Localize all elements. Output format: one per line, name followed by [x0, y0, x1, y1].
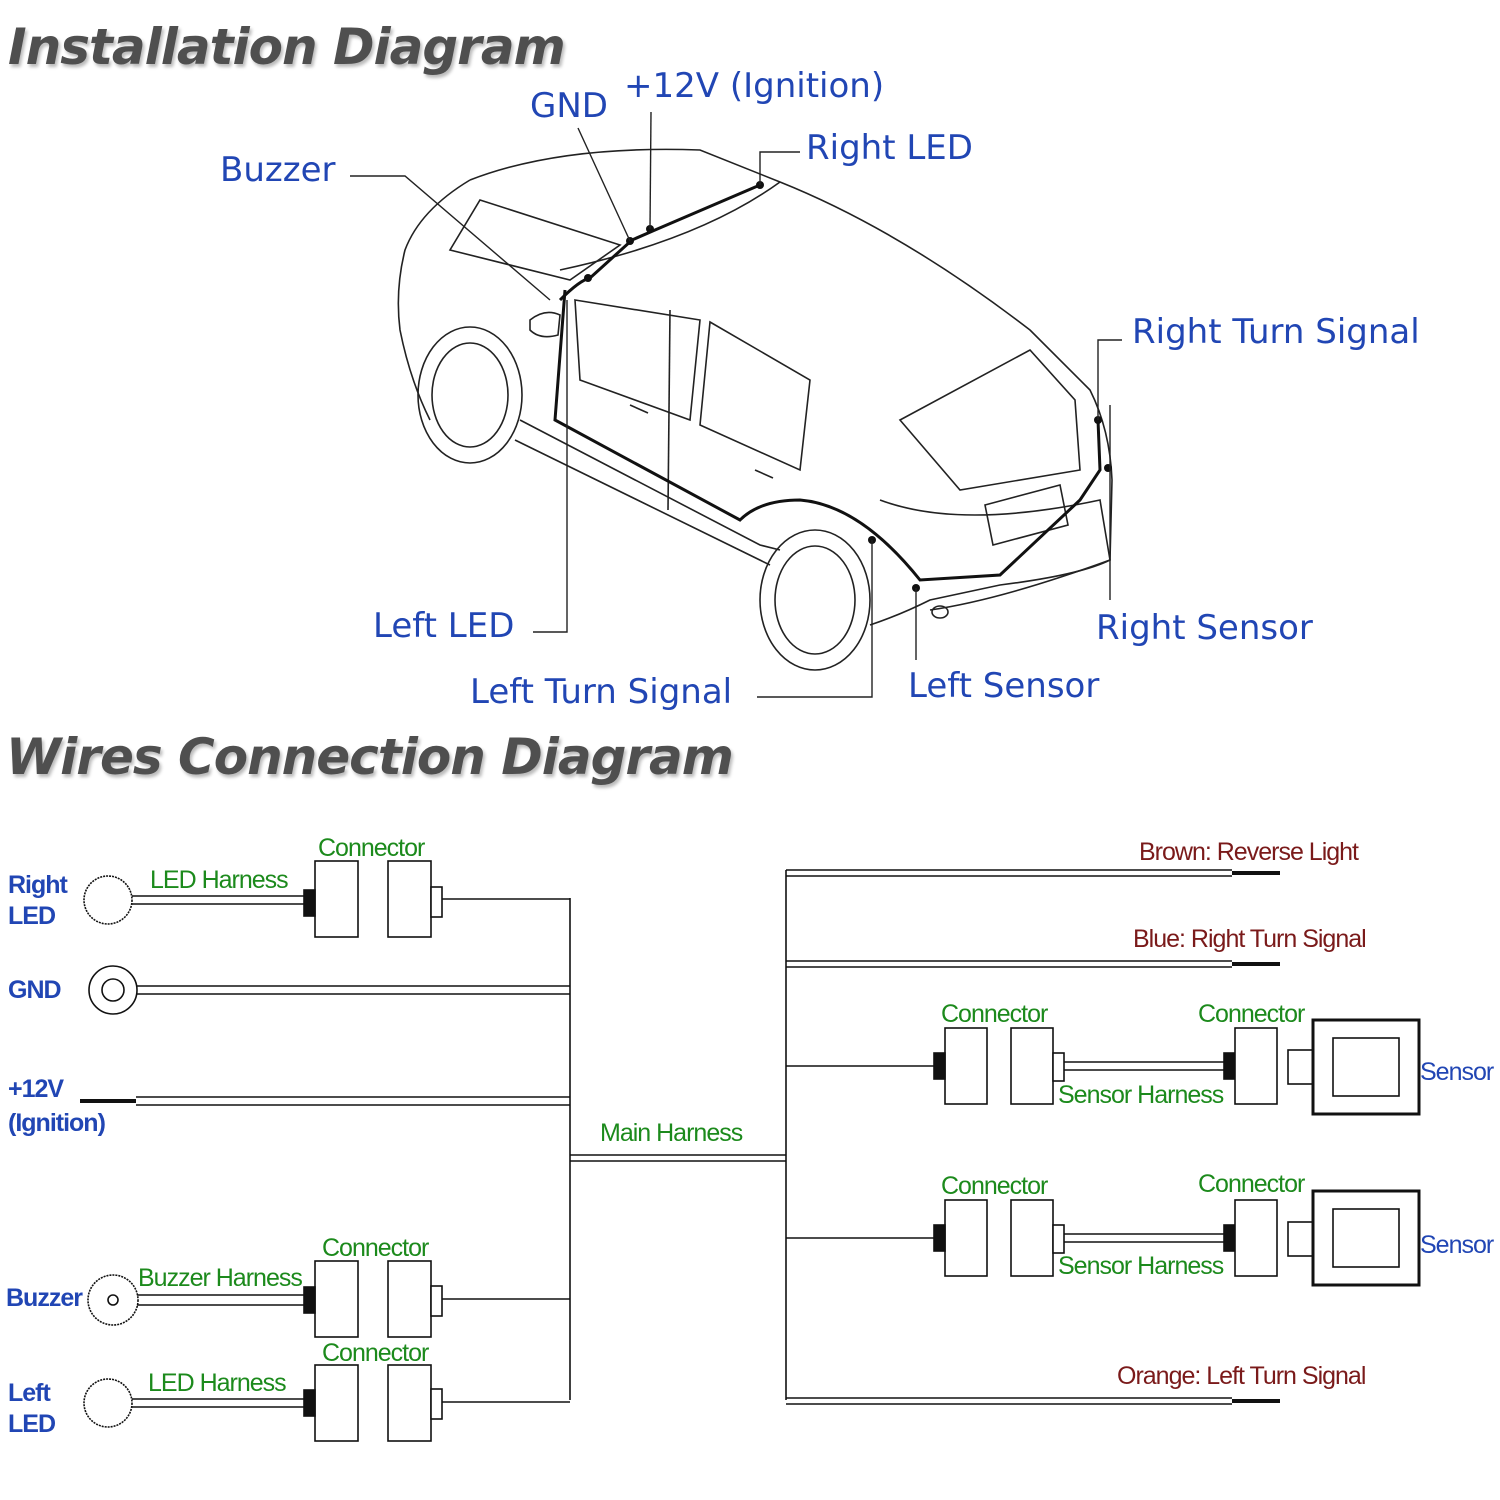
leader-ignition: [649, 111, 652, 230]
label-left-led: Left LED: [373, 606, 515, 646]
wire-label-buzzer: Buzzer: [6, 1284, 83, 1312]
car-roof-line: [559, 181, 781, 271]
leader-left-turn-signal: [757, 540, 873, 698]
label-right-led: Right LED: [806, 128, 973, 168]
label-sensor-1: Sensor: [1420, 1058, 1494, 1086]
label-left-turn-signal: Left Turn Signal: [470, 672, 733, 712]
installation-diagram-title: Installation Diagram: [8, 18, 566, 76]
connector-right-led-b: [387, 860, 432, 938]
gnd-ring-icon: [88, 965, 138, 1015]
ignition-line2: (Ignition): [8, 1109, 106, 1137]
label-led-harness-right: LED Harness: [150, 866, 289, 894]
label-sensor-2: Sensor: [1420, 1231, 1494, 1259]
right-led-icon: [83, 875, 133, 925]
label-right-turn-signal: Right Turn Signal: [1132, 312, 1420, 352]
label-brown-reverse-light: Brown: Reverse Light: [1139, 838, 1359, 866]
harness-left-side: [553, 289, 1102, 582]
connector-sensor1-c: [1234, 1027, 1278, 1105]
left-led-icon: [83, 1378, 133, 1428]
wire-label-ignition: +12V (Ignition): [8, 1072, 106, 1140]
main-harness-wire: [570, 1154, 786, 1162]
label-buzzer-harness: Buzzer Harness: [138, 1264, 303, 1292]
connector-sensor2-b: [1010, 1199, 1054, 1277]
leader-buzzer: [350, 175, 551, 301]
car-rocker: [519, 419, 781, 551]
leader-right-led: [759, 151, 800, 185]
buzzer-icon: [87, 1274, 139, 1326]
label-connector-sensor1-a: Connector: [941, 1000, 1048, 1028]
label-sensor-harness-1: Sensor Harness: [1058, 1081, 1224, 1109]
car-license-plate: [984, 484, 1069, 546]
left-led-line1: Left: [8, 1379, 51, 1407]
car-rocker-2: [514, 439, 771, 566]
label-sensor-harness-2: Sensor Harness: [1058, 1252, 1224, 1280]
car-hood: [397, 179, 471, 421]
connector-buzzer-b: [387, 1260, 432, 1338]
label-left-sensor: Left Sensor: [908, 666, 1100, 706]
connector-buzzer-a: [314, 1260, 359, 1338]
ignition-line1: +12V: [8, 1075, 64, 1103]
label-blue-right-turn-signal: Blue: Right Turn Signal: [1133, 925, 1367, 953]
front-wheel: [417, 326, 523, 464]
label-led-harness-left: LED Harness: [148, 1369, 287, 1397]
sensor1-icon: [1311, 1018, 1421, 1116]
sensor2-icon: [1311, 1189, 1421, 1287]
connector-sensor2-a: [944, 1199, 988, 1277]
connector-left-led-b: [387, 1364, 432, 1442]
label-gnd: GND: [530, 86, 608, 126]
leader-gnd: [577, 127, 631, 242]
label-connector-right-led: Connector: [318, 834, 425, 862]
label-connector-sensor1-c: Connector: [1198, 1000, 1305, 1028]
leader-right-turn-signal: [1097, 339, 1122, 420]
wire-label-gnd: GND: [8, 976, 62, 1004]
leader-left-led: [533, 300, 568, 633]
car-windshield: [448, 199, 622, 281]
label-orange-left-turn-signal: Orange: Left Turn Signal: [1117, 1362, 1366, 1390]
label-connector-sensor2-c: Connector: [1198, 1170, 1305, 1198]
connector-sensor2-c: [1234, 1199, 1278, 1277]
connector-right-led-a: [314, 860, 359, 938]
label-connector-sensor2-a: Connector: [941, 1172, 1048, 1200]
car-rear-window: [898, 348, 1081, 491]
label-buzzer: Buzzer: [220, 150, 336, 190]
connector-left-led-a: [314, 1364, 359, 1442]
car-side-window-2: [699, 320, 811, 472]
rear-wheel: [759, 529, 871, 671]
car-rear-bumper: [879, 499, 1111, 611]
label-ignition: +12V (Ignition): [624, 66, 885, 106]
right-led-line1: Right: [8, 871, 68, 899]
connector-sensor1-b: [1010, 1027, 1054, 1105]
label-connector-buzzer: Connector: [322, 1234, 429, 1262]
connector-sensor1-a: [944, 1027, 988, 1105]
label-main-harness: Main Harness: [600, 1119, 743, 1147]
wires-connection-diagram-title: Wires Connection Diagram: [6, 728, 734, 786]
left-led-line2: LED: [8, 1410, 56, 1438]
car-roof: [469, 148, 1113, 626]
label-connector-left-led: Connector: [322, 1339, 429, 1367]
label-right-sensor: Right Sensor: [1096, 608, 1313, 648]
car-side-window-1: [574, 299, 701, 422]
right-led-line2: LED: [8, 902, 56, 930]
